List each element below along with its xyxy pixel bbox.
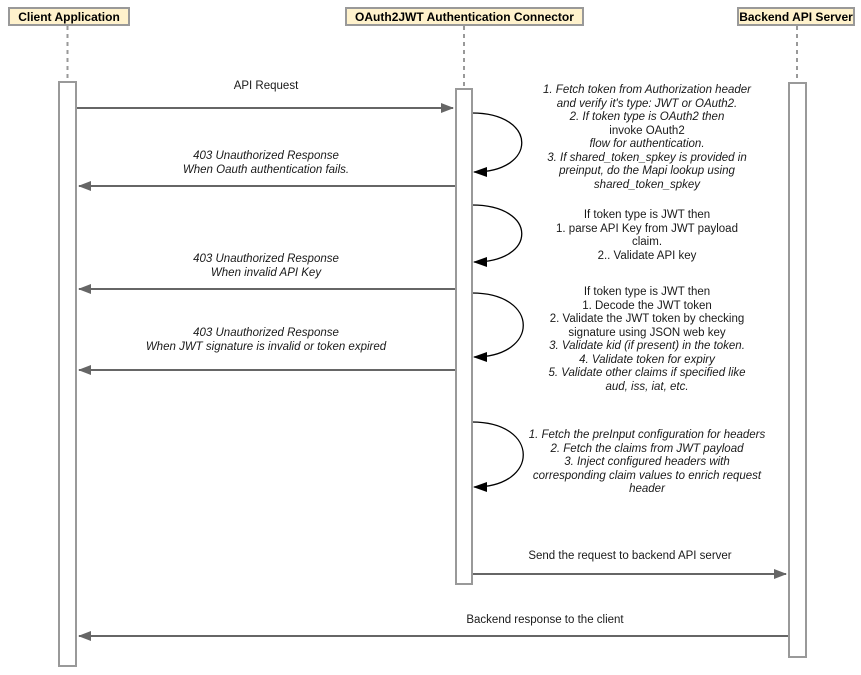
message-label-api-request: API Request [233,80,299,92]
note-token-fetch-verify: 1. Fetch token from Authorization header… [543,84,751,191]
actor-backend-api-server: Backend API Server [737,7,855,26]
message-label-backend-response: Backend response to the client [466,614,624,626]
actor-client-application: Client Application [8,7,130,26]
activation-bar-client [58,81,77,667]
note-header-enrichment: 1. Fetch the preInput configuration for … [528,429,766,495]
activation-bar-connector [455,88,473,585]
actor-oauth2jwt-connector: OAuth2JWT Authentication Connector [345,7,584,26]
activation-bar-backend [788,82,807,658]
message-label-send-backend: Send the request to backend API server [528,550,732,562]
